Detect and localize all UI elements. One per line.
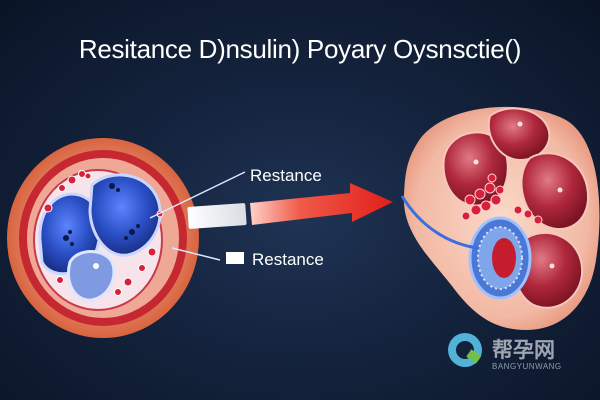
lobe-top (487, 107, 551, 162)
arrow-body (250, 183, 393, 225)
diagram-title: Resitance D)nsulin) Poyary Oysnsctie() (78, 34, 522, 64)
pale-nucleus (67, 250, 116, 302)
insulin-arrow (187, 183, 393, 264)
right-tissue (400, 106, 600, 330)
watermark-subtext: BANGYUNWANG (492, 362, 562, 371)
watermark: 帮孕网 BANGYUNWANG (442, 330, 582, 380)
vessel-lumen (492, 238, 516, 278)
small-marker (226, 252, 244, 264)
vesicle-cluster (461, 173, 543, 225)
blue-nucleus-right (88, 173, 162, 257)
left-cell (7, 138, 246, 338)
label-upper: Restance (250, 166, 322, 185)
blue-fiber (400, 195, 479, 250)
watermark-logo-icon (448, 333, 482, 367)
lobe-right (520, 152, 590, 230)
arrow-tube (187, 203, 247, 229)
label-lower: Restance (252, 250, 324, 269)
leader-line-lower (171, 247, 221, 261)
watermark-text: 帮孕网 (492, 338, 555, 362)
leader-line-upper (149, 171, 246, 219)
